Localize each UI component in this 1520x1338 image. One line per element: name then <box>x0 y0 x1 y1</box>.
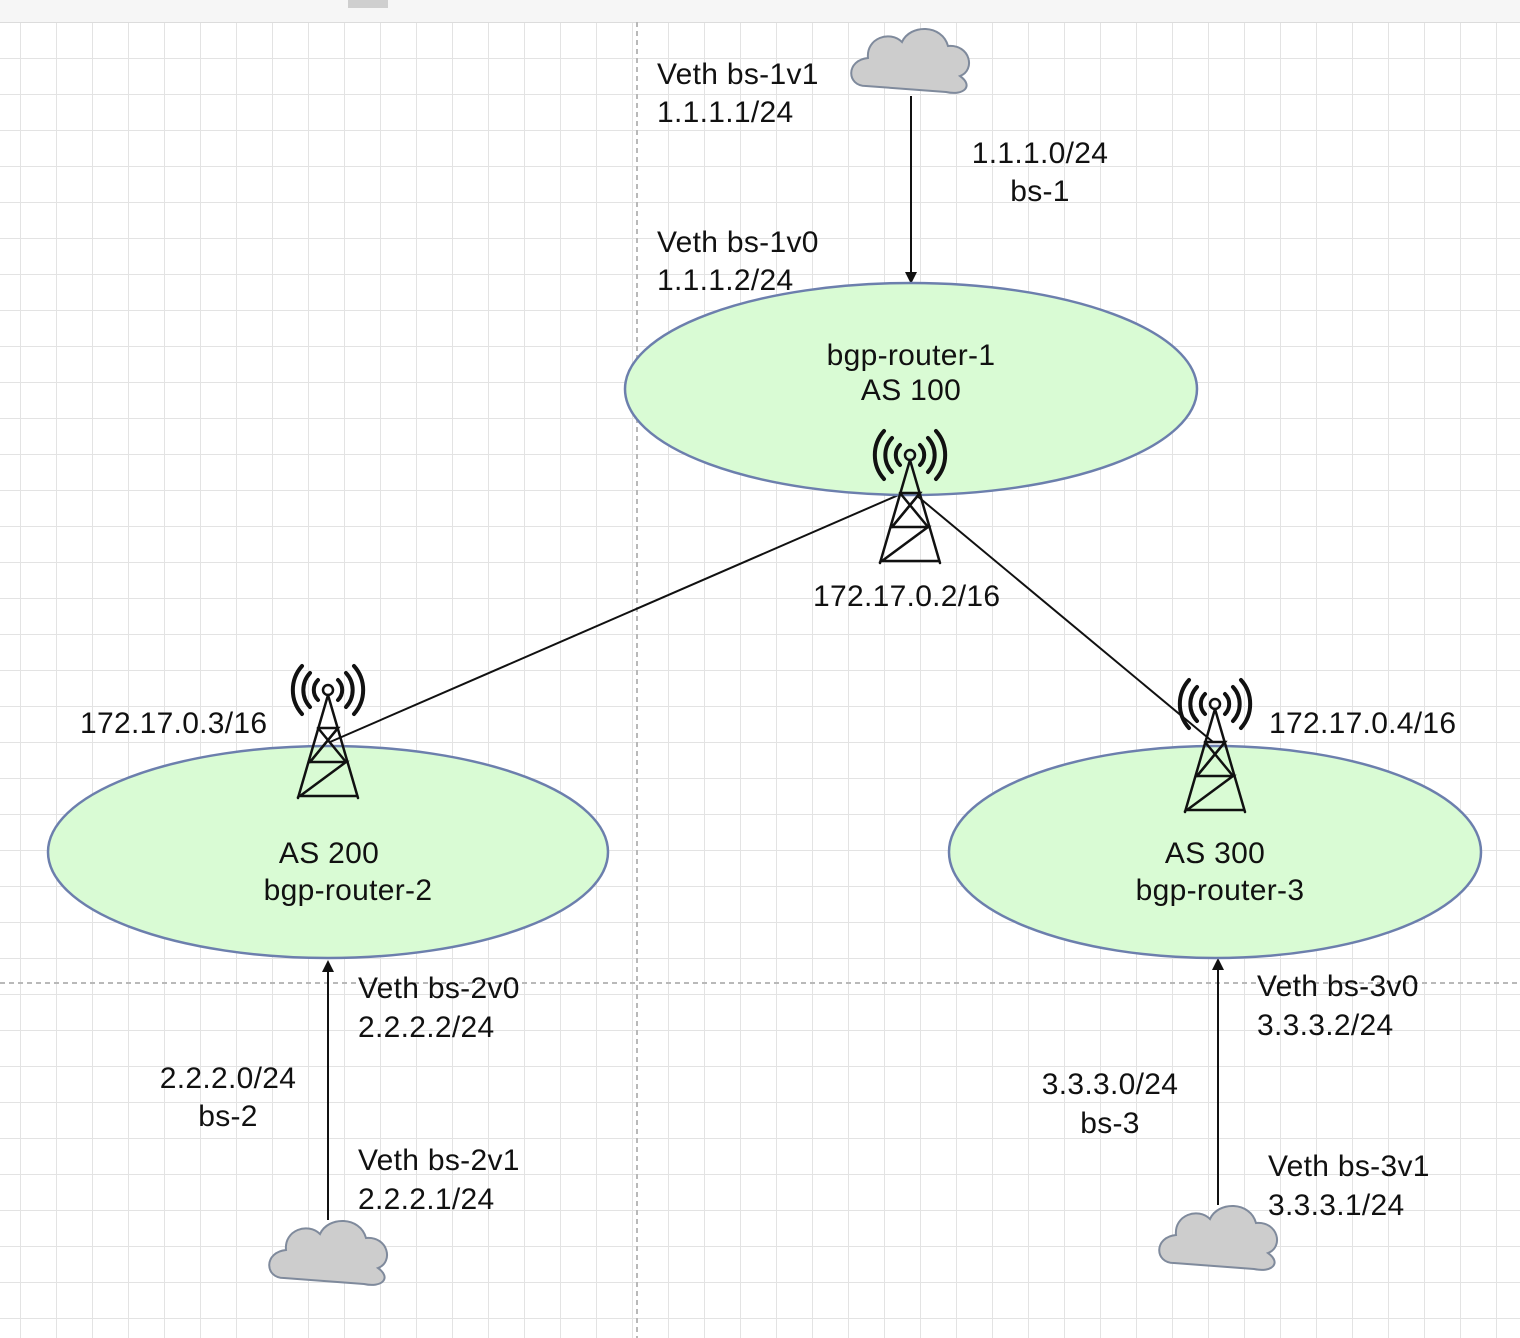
veth-bs3v0-name: Veth bs-3v0 <box>1257 970 1419 1003</box>
bridge-bs3-network: 3.3.3.0/24 <box>1041 1068 1179 1101</box>
router-1-node[interactable] <box>623 281 1199 497</box>
veth-bs1v0-ip: 1.1.1.2/24 <box>657 264 794 297</box>
bridge-bs2-network: 2.2.2.0/24 <box>159 1062 297 1095</box>
router-3-as: AS 300 <box>1164 837 1266 870</box>
cloud-icon <box>1158 1204 1279 1271</box>
veth-bs2v0-name: Veth bs-2v0 <box>358 972 520 1005</box>
bridge-bs1-name: bs-1 <box>1010 175 1070 208</box>
veth-bs2v0-ip: 2.2.2.2/24 <box>358 1011 495 1044</box>
bridge-bs1-network: 1.1.1.0/24 <box>971 137 1109 170</box>
router-2-as: AS 200 <box>278 837 380 870</box>
veth-bs1v0-name: Veth bs-1v0 <box>657 226 819 259</box>
router-2-ip: 172.17.0.3/16 <box>80 707 268 740</box>
toolbar-button[interactable] <box>348 0 388 8</box>
bridge-bs2-name: bs-2 <box>198 1100 258 1133</box>
router-1-as: AS 100 <box>860 374 962 407</box>
router-2-name: bgp-router-2 <box>263 874 433 907</box>
router-3-node[interactable] <box>947 744 1483 960</box>
antenna-tower-icon <box>872 429 948 565</box>
router-1-name: bgp-router-1 <box>826 339 996 372</box>
veth-bs3v1-ip: 3.3.3.1/24 <box>1268 1189 1405 1222</box>
router-3-ip: 172.17.0.4/16 <box>1269 707 1457 740</box>
router-2-node[interactable] <box>46 744 610 960</box>
veth-bs1v1-name: Veth bs-1v1 <box>657 58 819 91</box>
veth-bs3v1-name: Veth bs-3v1 <box>1268 1150 1430 1183</box>
link-router1-router3[interactable] <box>909 489 1214 743</box>
cloud-icon <box>850 27 971 94</box>
router-1-ip: 172.17.0.2/16 <box>813 580 1001 613</box>
veth-bs1v1-ip: 1.1.1.1/24 <box>657 96 794 129</box>
veth-bs2v1-ip: 2.2.2.1/24 <box>358 1183 495 1216</box>
veth-bs2v1-name: Veth bs-2v1 <box>358 1144 520 1177</box>
bridge-bs3-name: bs-3 <box>1080 1107 1140 1140</box>
router-3-name: bgp-router-3 <box>1135 874 1305 907</box>
cloud-icon <box>268 1219 389 1286</box>
editor-toolbar <box>0 0 1520 23</box>
link-router1-router2[interactable] <box>329 489 911 743</box>
veth-bs3v0-ip: 3.3.3.2/24 <box>1257 1009 1394 1042</box>
